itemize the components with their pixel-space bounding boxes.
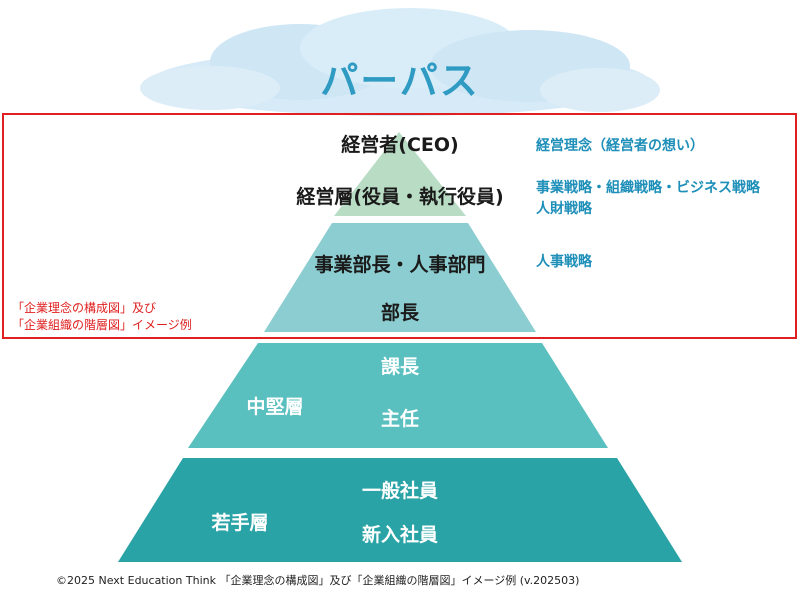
note-line: 「企業組織の階層図」イメージ例 [12, 318, 192, 332]
level-division-head: 事業部長・人事部門 [314, 254, 486, 276]
highlight-box [2, 113, 797, 339]
level-ceo: 経営者(CEO) [341, 134, 459, 156]
level-manager: 部長 [380, 302, 419, 324]
group-mid-tier: 中堅層 [246, 396, 304, 418]
note-line: 「企業理念の構成図」及び [12, 301, 157, 315]
group-young-tier: 若手層 [211, 512, 269, 534]
side-label-business-strategy: 事業戦略・組織戦略・ビジネス戦略 [536, 180, 760, 196]
side-label-philosophy: 経営理念（経営者の想い） [536, 138, 704, 154]
pyramid-tier-second [264, 223, 536, 332]
pyramid-tier-bottom [118, 458, 682, 562]
level-general-staff: 一般社員 [361, 480, 438, 502]
highlight-note: 「企業理念の構成図」及び 「企業組織の階層図」イメージ例 [12, 300, 192, 334]
side-label-hr-strategy: 人事戦略 [536, 254, 592, 270]
side-label-talent-strategy: 人財戦略 [536, 201, 592, 217]
footer-copyright: ©2025 Next Education Think 「企業理念の構成図」及び「… [56, 574, 580, 587]
level-executives: 経営層(役員・執行役員) [296, 186, 504, 208]
pyramid-tier-third [188, 343, 608, 448]
level-section-chief: 課長 [380, 356, 419, 378]
level-supervisor: 主任 [380, 408, 419, 430]
level-new-hire: 新入社員 [361, 524, 438, 546]
pyramid-tier-top [334, 132, 466, 216]
page-title: パーパス [320, 59, 480, 103]
cloud-graphic [140, 8, 660, 116]
